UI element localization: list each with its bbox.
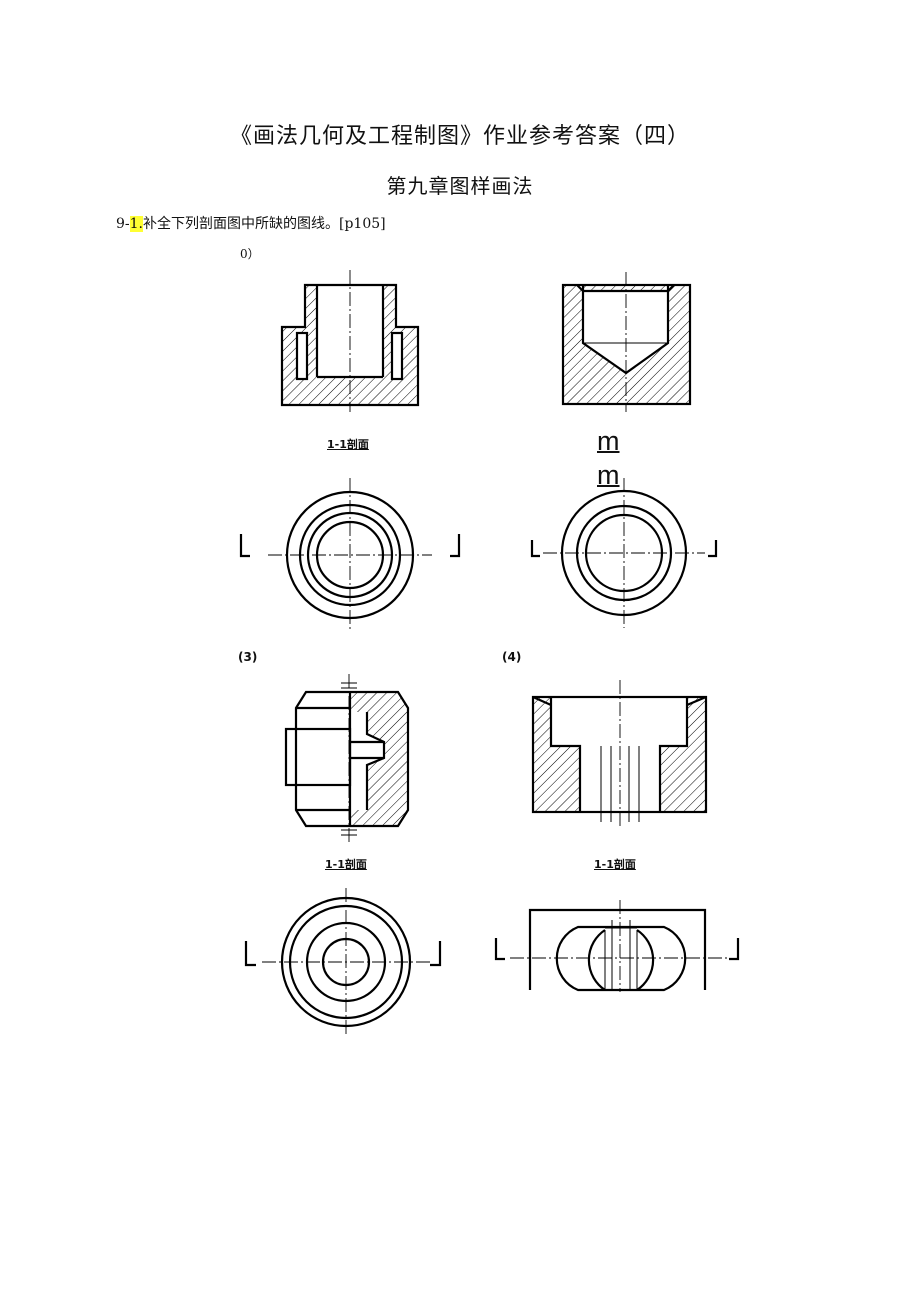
- problem-label-4: (4): [502, 650, 522, 664]
- section-caption-4: 1-1剖面: [594, 858, 636, 871]
- drawing-3-top-view: [244, 888, 442, 1036]
- problem-label-1: 0）: [240, 247, 260, 261]
- drawing-4-top-view: [494, 900, 740, 992]
- drawing-1-section: [280, 270, 420, 412]
- section-caption-3: 1-1剖面: [325, 858, 367, 871]
- question-text: 补全下列剖面图中所缺的图线。[p105]: [143, 216, 386, 232]
- drawing-4-section: [531, 680, 708, 826]
- question-line: 9-1.补全下列剖面图中所缺的图线。[p105]: [116, 213, 386, 233]
- drawing-2-top-view: [530, 478, 718, 628]
- section-caption-1: 1-1剖面: [327, 438, 369, 451]
- question-number-highlight: 1.: [129, 216, 143, 232]
- chapter-title: 第九章图样画法: [386, 174, 534, 198]
- drawing-2-section: [561, 272, 692, 412]
- problem-label-3: (3): [238, 650, 258, 664]
- document-title: 《画法几何及工程制图》作业参考答案（四）: [229, 124, 690, 149]
- drawing-3-section: [284, 674, 410, 844]
- question-prefix: 9-: [116, 216, 130, 232]
- drawing-1-top-view: [239, 478, 461, 632]
